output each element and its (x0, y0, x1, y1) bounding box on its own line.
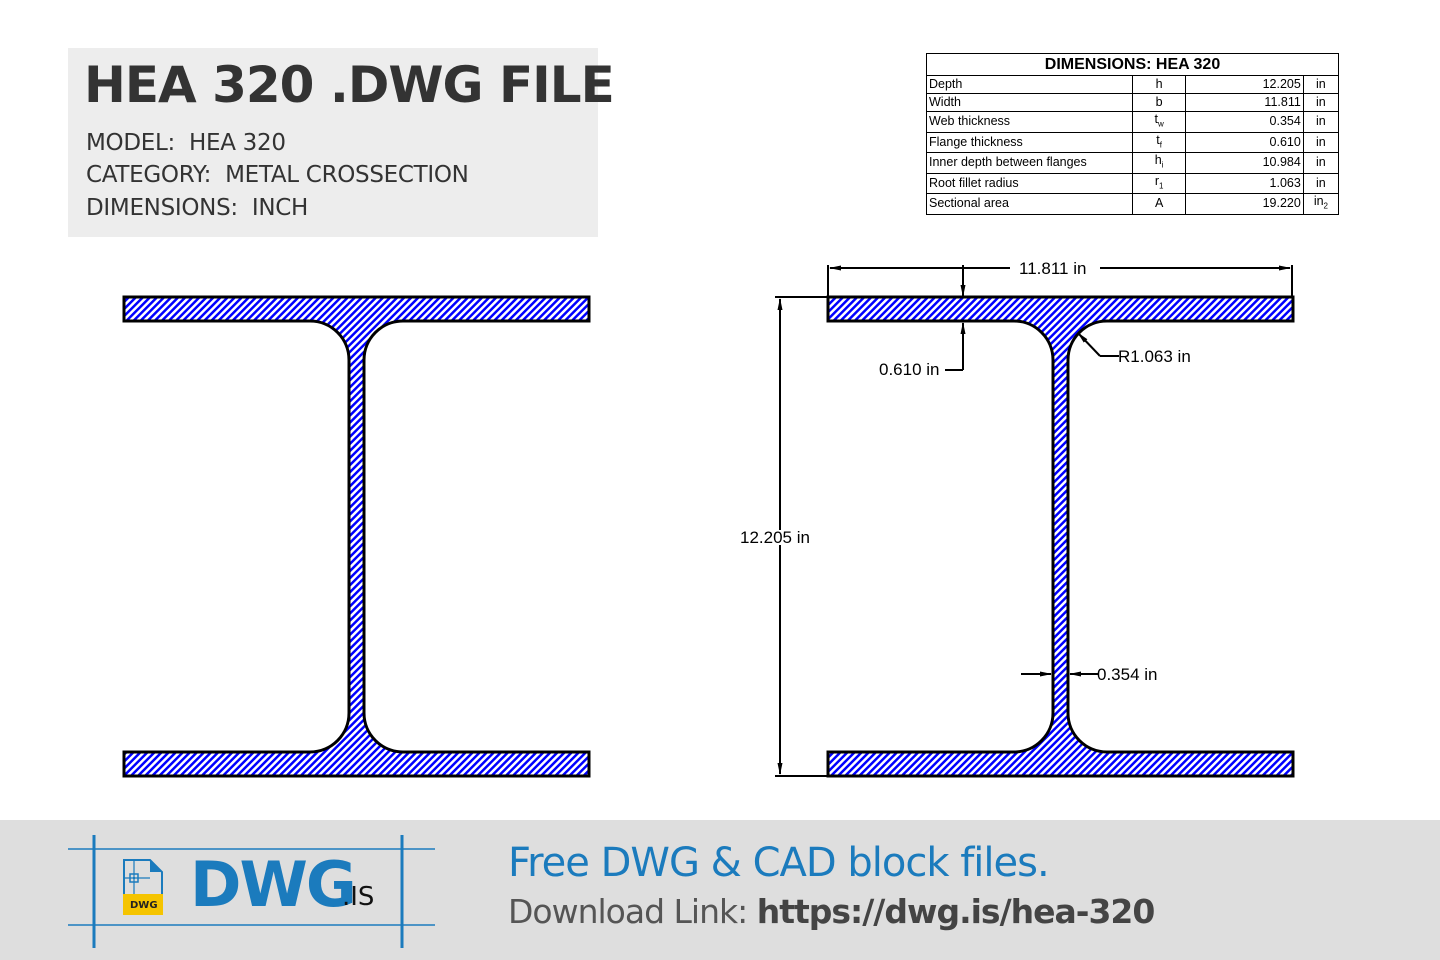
row-unit: in (1302, 152, 1340, 174)
hea-section-left (122, 295, 591, 778)
row-symbol: tw (1131, 111, 1187, 133)
radius-label: R1.063 in (1118, 347, 1191, 366)
row-value: 11.811 (1185, 93, 1304, 112)
info-panel: HEA 320 .DWG FILE MODEL: HEA 320 CATEGOR… (68, 48, 615, 237)
footer-banner: DWG DWG .IS Free DWG & CAD block files. … (0, 820, 1440, 960)
category-value: METAL CROSSECTION (225, 162, 469, 188)
row-unit: in (1302, 172, 1340, 194)
width-label: 11.811 in (1019, 259, 1086, 278)
hea-section-right (826, 295, 1295, 778)
row-value: 12.205 (1185, 75, 1304, 94)
model-value: HEA 320 (189, 130, 286, 156)
row-symbol: tf (1131, 131, 1187, 153)
download-label: Download Link: (508, 892, 748, 931)
row-value: 10.984 (1185, 152, 1304, 174)
download-link[interactable]: https://dwg.is/hea-320 (756, 892, 1156, 931)
tagline: Free DWG & CAD block files. (508, 840, 1050, 886)
row-unit: in (1302, 131, 1340, 153)
table-row: Width b 11.811 in (926, 93, 1340, 112)
dimensions-value: INCH (251, 195, 309, 221)
row-name: Root fillet radius (926, 172, 1133, 194)
dimension-labels: 11.811 in 0.610 in R1.063 in 12.205 in 0… (740, 259, 1191, 684)
row-unit: in (1302, 93, 1340, 112)
beam-drawings: 11.811 in 0.610 in R1.063 in 12.205 in 0… (122, 259, 1295, 778)
dimensions-line: DIMENSIONS: INCH (86, 195, 308, 221)
dwg-file-icon (123, 859, 163, 915)
row-name: Width (926, 93, 1133, 112)
row-symbol: h (1131, 75, 1187, 94)
table-row: Web thickness tw 0.354 in (926, 111, 1340, 133)
logo-badge-label: DWG (130, 900, 158, 911)
web-label: 0.354 in (1097, 665, 1158, 684)
row-name: Sectional area (926, 193, 1133, 215)
row-name: Inner depth between flanges (926, 152, 1133, 174)
table-row: Sectional area A 19.220 in2 (926, 193, 1340, 215)
row-value: 0.610 (1185, 131, 1304, 153)
row-symbol: hi (1131, 152, 1187, 174)
page-title: HEA 320 .DWG FILE (84, 56, 615, 114)
dimension-lines (775, 265, 1293, 777)
category-label: CATEGORY: (86, 162, 212, 188)
row-value: 1.063 (1185, 172, 1304, 194)
row-symbol: r1 (1131, 172, 1187, 194)
table-row: Depth h 12.205 in (926, 75, 1340, 94)
table-title: DIMENSIONS: HEA 320 (926, 53, 1339, 76)
download-line: Download Link: https://dwg.is/hea-320 (508, 892, 1156, 931)
row-value: 0.354 (1185, 111, 1304, 133)
category-line: CATEGORY: METAL CROSSECTION (86, 162, 469, 188)
table-row: Root fillet radius r1 1.063 in (926, 172, 1340, 194)
depth-label: 12.205 in (740, 528, 810, 547)
row-unit: in (1302, 111, 1340, 133)
table-row: Flange thickness tf 0.610 in (926, 131, 1340, 153)
row-name: Depth (926, 75, 1133, 94)
row-name: Web thickness (926, 111, 1133, 133)
row-symbol: b (1131, 93, 1187, 112)
dimensions-label: DIMENSIONS: (86, 195, 238, 221)
model-line: MODEL: HEA 320 (86, 130, 286, 156)
row-unit: in2 (1302, 193, 1340, 215)
logo-wordmark: DWG (190, 848, 357, 921)
logo-frame (68, 835, 435, 948)
row-name: Flange thickness (926, 131, 1133, 153)
dimensions-table: DIMENSIONS: HEA 320 Depth h 12.205 in Wi… (926, 53, 1340, 215)
table-row: Inner depth between flanges hi 10.984 in (926, 152, 1340, 174)
row-unit: in (1302, 75, 1340, 94)
logo-suffix: .IS (342, 882, 375, 912)
flange-label: 0.610 in (879, 360, 940, 379)
row-value: 19.220 (1185, 193, 1304, 215)
model-label: MODEL: (86, 130, 175, 156)
row-symbol: A (1131, 193, 1187, 215)
